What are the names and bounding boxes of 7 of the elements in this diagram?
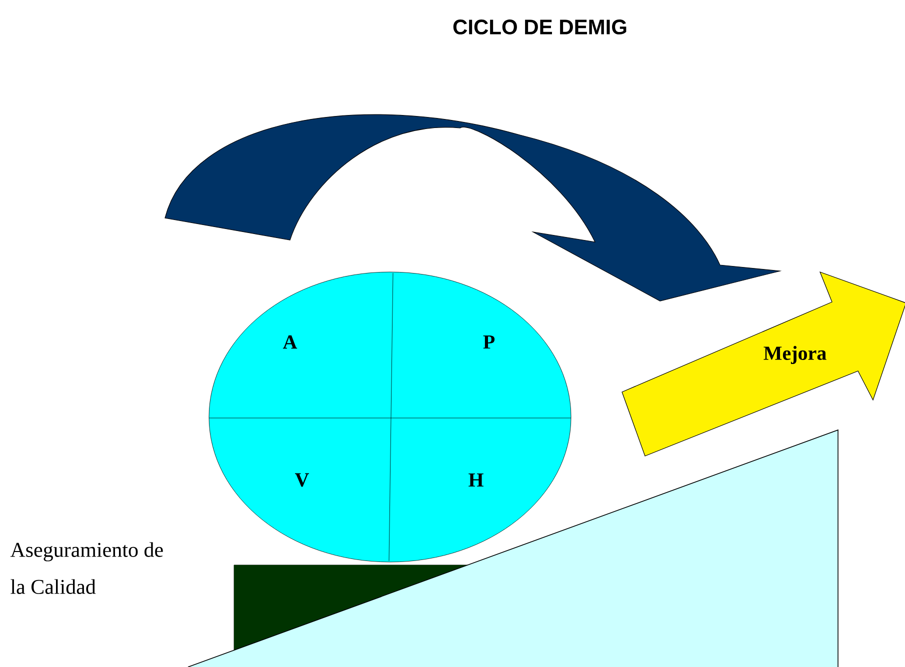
quadrant-letter: H (468, 473, 484, 487)
side-label: Aseguramiento de la Calidad (10, 542, 163, 594)
cycle-ellipse (208, 272, 572, 562)
quadrant-letter: V (295, 473, 309, 487)
title: CICLO DE DEMIG (453, 20, 626, 34)
quadrant-letter: P (483, 335, 495, 349)
quadrant-letter: A (282, 335, 298, 349)
